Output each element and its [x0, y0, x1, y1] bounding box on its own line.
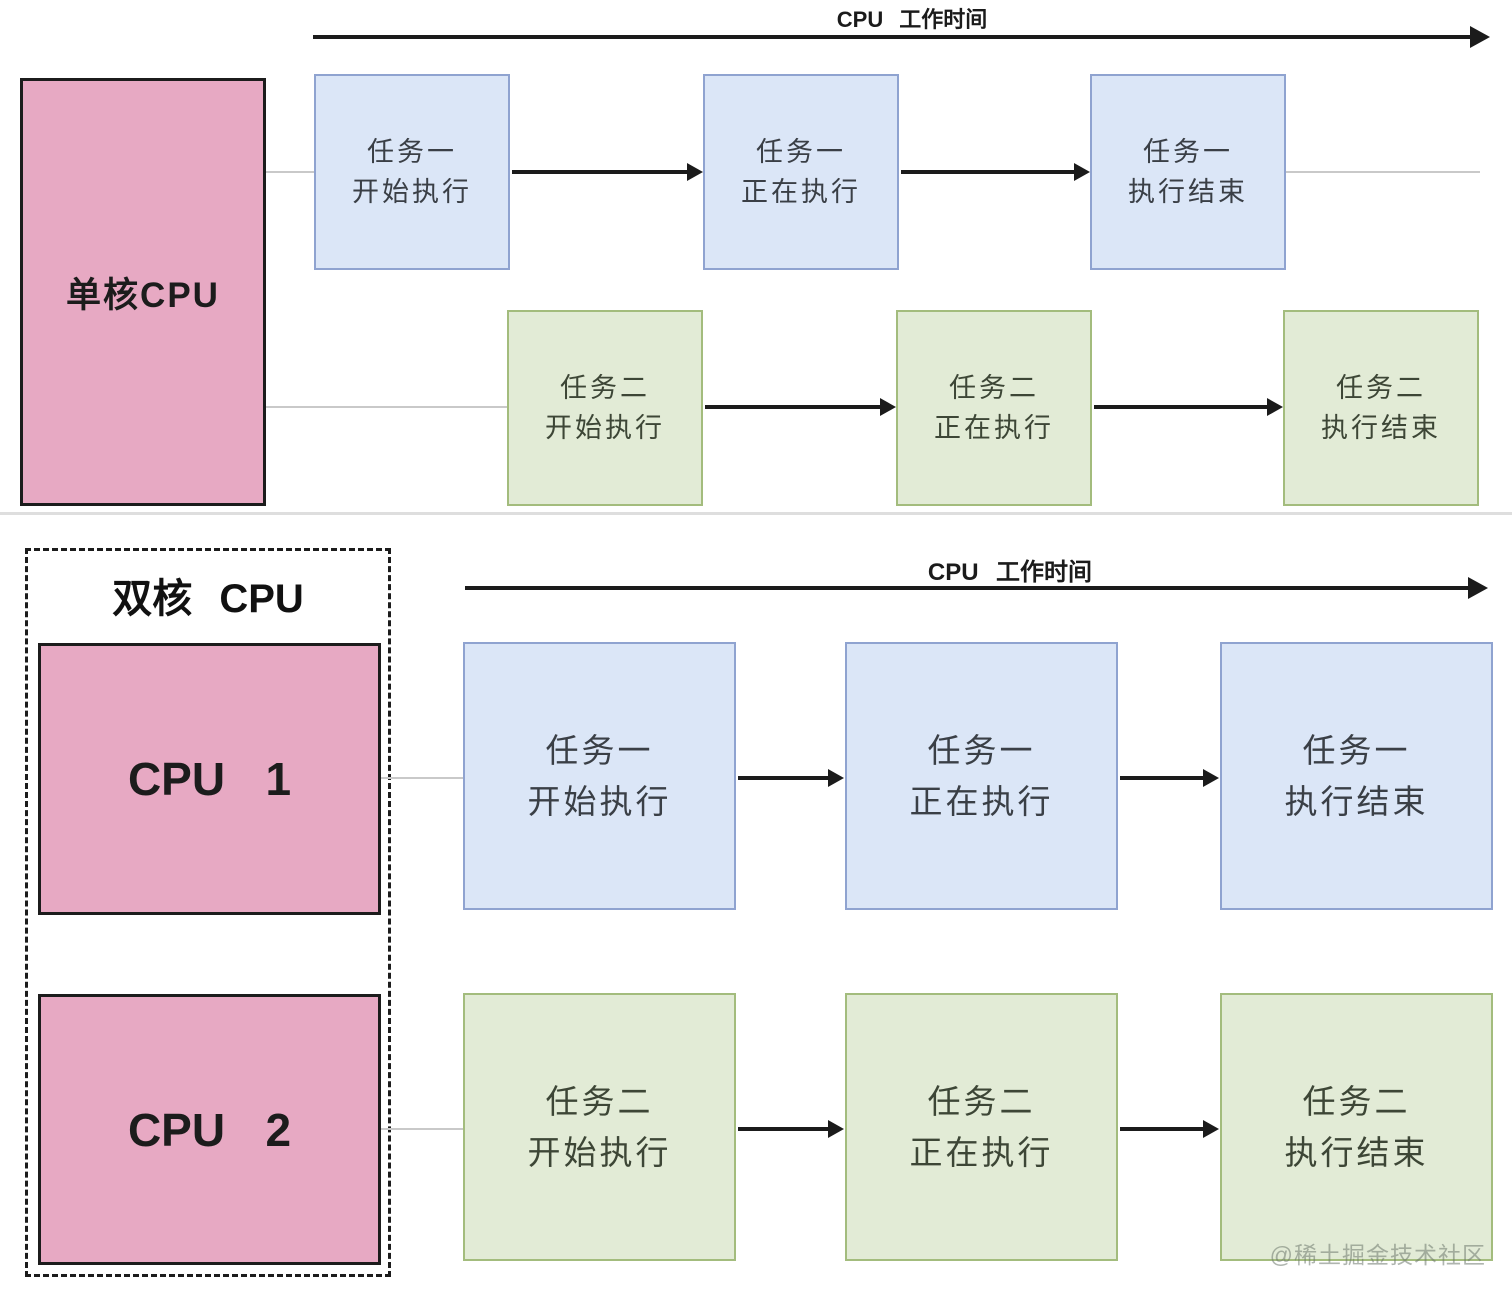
task-box-line: 任务一: [367, 136, 457, 167]
watermark-text: @稀土掘金技术社区: [1269, 1242, 1486, 1268]
task-box-line: 任务一: [927, 731, 1036, 769]
task-box-line: 开始执行: [527, 783, 672, 820]
task-box-line: 正在执行: [741, 177, 861, 207]
task-box-line: 开始执行: [545, 413, 665, 443]
flow-arrow: [1094, 405, 1267, 409]
task-box-line: 开始执行: [527, 1134, 672, 1171]
task-box-line: 正在执行: [909, 783, 1054, 820]
task-box-line: 正在执行: [909, 1134, 1054, 1171]
task-box-task1-finish: 任务一 执行结束: [1090, 74, 1286, 270]
connector-line: [266, 171, 314, 173]
task-box-line: 正在执行: [934, 413, 1054, 443]
task-box-line: 任务二: [545, 1082, 654, 1120]
flow-arrow: [738, 1127, 828, 1131]
task-box-task2-running: 任务二 正在执行: [896, 310, 1092, 506]
dual-core-timeline-label: CPU 工作时间: [927, 559, 1093, 586]
cpu1-label: CPU 1: [127, 753, 292, 805]
task-box-cpu1-task1-finish: 任务一 执行结束: [1220, 642, 1493, 910]
single-cpu-label: 单核CPU: [66, 275, 220, 315]
flow-arrow: [738, 776, 828, 780]
task-box-line: 任务一: [1302, 731, 1411, 769]
task-box-line: 执行结束: [1284, 783, 1429, 820]
task-box-line: 执行结束: [1128, 177, 1248, 207]
task-box-cpu2-task2-running: 任务二 正在执行: [845, 993, 1118, 1261]
dual-core-timeline-arrow: [465, 586, 1468, 590]
task-box-cpu2-task2-finish: 任务二 执行结束: [1220, 993, 1493, 1261]
connector-line: [381, 1128, 463, 1130]
single-cpu-box: 单核CPU: [20, 78, 266, 506]
connector-line: [1286, 171, 1480, 173]
task-box-line: 执行结束: [1284, 1134, 1429, 1171]
task-box-cpu2-task2-start: 任务二 开始执行: [463, 993, 736, 1261]
dual-cpu-group-label: 双核 CPU: [112, 577, 304, 621]
task-box-line: 任务二: [1302, 1082, 1411, 1120]
task-box-line: 开始执行: [352, 177, 472, 207]
section-divider: [0, 512, 1512, 515]
task-box-line: 执行结束: [1321, 413, 1441, 443]
task-box-task2-start: 任务二 开始执行: [507, 310, 703, 506]
task-box-task1-running: 任务一 正在执行: [703, 74, 899, 270]
flow-arrow: [512, 170, 687, 174]
task-box-task1-start: 任务一 开始执行: [314, 74, 510, 270]
cpu1-box: CPU 1: [38, 643, 381, 915]
task-box-cpu1-task1-running: 任务一 正在执行: [845, 642, 1118, 910]
flow-arrow: [1120, 776, 1203, 780]
single-core-timeline-arrow: [313, 35, 1470, 39]
cpu2-label: CPU 2: [127, 1103, 292, 1156]
flow-arrow: [1120, 1127, 1203, 1131]
cpu2-box: CPU 2: [38, 994, 381, 1265]
task-box-cpu1-task1-start: 任务一 开始执行: [463, 642, 736, 910]
task-box-line: 任务二: [1336, 372, 1426, 403]
task-box-task2-finish: 任务二 执行结束: [1283, 310, 1479, 506]
task-box-line: 任务二: [560, 372, 650, 403]
task-box-line: 任务一: [545, 731, 654, 769]
task-box-line: 任务二: [949, 372, 1039, 403]
connector-line: [381, 777, 463, 779]
dual-cpu-group-box: [25, 548, 391, 1277]
task-box-line: 任务一: [1143, 136, 1233, 167]
single-core-timeline-label: CPU 工作时间: [836, 7, 988, 32]
task-box-line: 任务二: [927, 1082, 1036, 1120]
task-box-line: 任务一: [756, 136, 846, 167]
connector-line: [266, 406, 507, 408]
flow-arrow: [705, 405, 880, 409]
flow-arrow: [901, 170, 1074, 174]
